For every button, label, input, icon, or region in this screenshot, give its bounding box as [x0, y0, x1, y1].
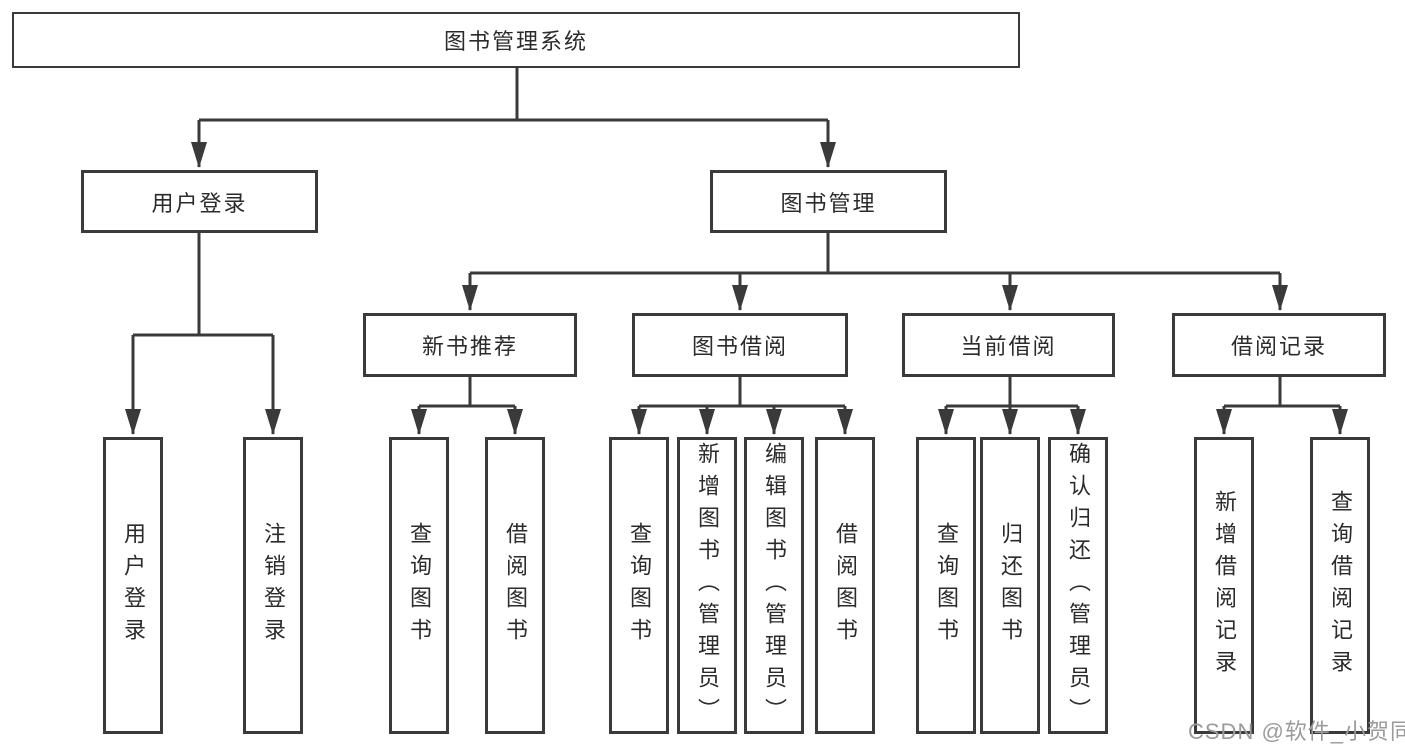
node-current-borrowing: 当前借阅	[902, 313, 1115, 377]
leaf-confirm-return-admin: 确认归还（管理员）	[1048, 437, 1108, 734]
leaf-query-borrow-record: 查询借阅记录	[1310, 437, 1370, 734]
node-book-borrowing: 图书借阅	[632, 313, 848, 377]
leaf-query-books-borrowing: 查询图书	[609, 437, 669, 734]
leaf-user-login: 用户登录	[103, 437, 163, 734]
leaf-borrow-books-borrowing: 借阅图书	[815, 437, 875, 734]
leaf-add-borrow-record: 新增借阅记录	[1194, 437, 1254, 734]
node-library-management-system: 图书管理系统	[12, 12, 1020, 68]
node-borrowing-records: 借阅记录	[1172, 313, 1386, 377]
csdn-watermark: CSDN @软件_小贺同学	[1188, 719, 1405, 744]
node-new-book-recommendation: 新书推荐	[363, 313, 577, 377]
node-book-management: 图书管理	[710, 170, 947, 233]
leaf-query-books-recommend: 查询图书	[389, 437, 449, 734]
leaf-return-books: 归还图书	[980, 437, 1040, 734]
leaf-logout: 注销登录	[243, 437, 303, 734]
leaf-add-books-admin: 新增图书（管理员）	[677, 437, 737, 734]
leaf-edit-books-admin: 编辑图书（管理员）	[744, 437, 804, 734]
node-user-login: 用户登录	[81, 170, 318, 233]
leaf-query-books-current: 查询图书	[916, 437, 976, 734]
leaf-borrow-books-recommend: 借阅图书	[485, 437, 545, 734]
